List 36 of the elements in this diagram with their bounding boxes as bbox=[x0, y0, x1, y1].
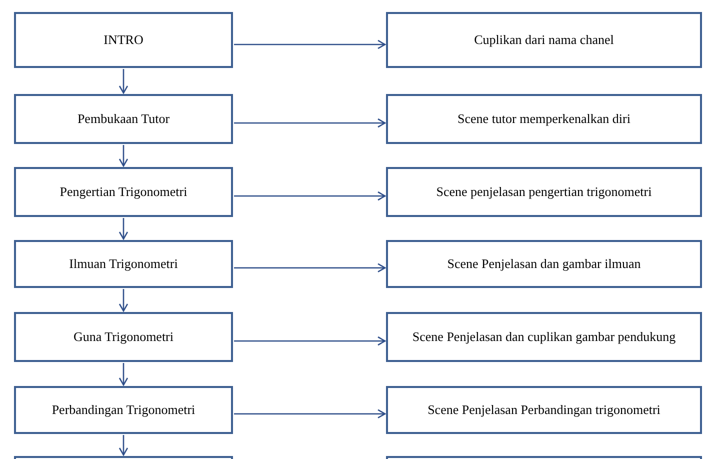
process-box bbox=[14, 167, 233, 217]
process-box bbox=[14, 12, 233, 68]
arrow bbox=[234, 336, 386, 346]
arrow bbox=[234, 409, 386, 418]
arrow bbox=[234, 191, 386, 201]
process-box bbox=[14, 312, 233, 362]
process-box bbox=[386, 386, 702, 434]
arrow bbox=[118, 69, 128, 94]
process-box bbox=[386, 167, 702, 217]
box-label: Scene penjelasan pengertian trigonometri bbox=[436, 184, 652, 200]
process-box bbox=[386, 94, 702, 144]
arrow bbox=[118, 289, 128, 312]
box-label: Ilmuan Trigonometri bbox=[69, 256, 178, 272]
box-label: Guna Trigonometri bbox=[73, 329, 174, 345]
process-box bbox=[386, 12, 702, 68]
box-label: Scene Penjelasan dan gambar ilmuan bbox=[447, 256, 641, 272]
arrow bbox=[234, 118, 386, 128]
process-box bbox=[14, 94, 233, 144]
arrow bbox=[118, 435, 128, 456]
arrow bbox=[234, 40, 386, 50]
arrow bbox=[118, 363, 128, 386]
box-label: Scene Penjelasan Perbandingan trigonometri bbox=[428, 402, 660, 418]
box-label: Pembukaan Tutor bbox=[77, 111, 170, 127]
process-box bbox=[14, 386, 233, 434]
arrow bbox=[118, 145, 128, 167]
arrow bbox=[118, 218, 128, 240]
arrow bbox=[234, 263, 386, 272]
box-label: Cuplikan dari nama chanel bbox=[474, 32, 614, 48]
box-label: Pengertian Trigonometri bbox=[60, 184, 188, 200]
box-label: Perbandingan Trigonometri bbox=[52, 402, 196, 418]
box-label: INTRO bbox=[104, 32, 144, 48]
process-box bbox=[386, 240, 702, 288]
process-box bbox=[14, 240, 233, 288]
box-label: Scene Penjelasan dan cuplikan gambar pendukung bbox=[412, 329, 676, 345]
process-box bbox=[386, 312, 702, 362]
box-label: Scene tutor memperkenalkan diri bbox=[458, 111, 630, 127]
